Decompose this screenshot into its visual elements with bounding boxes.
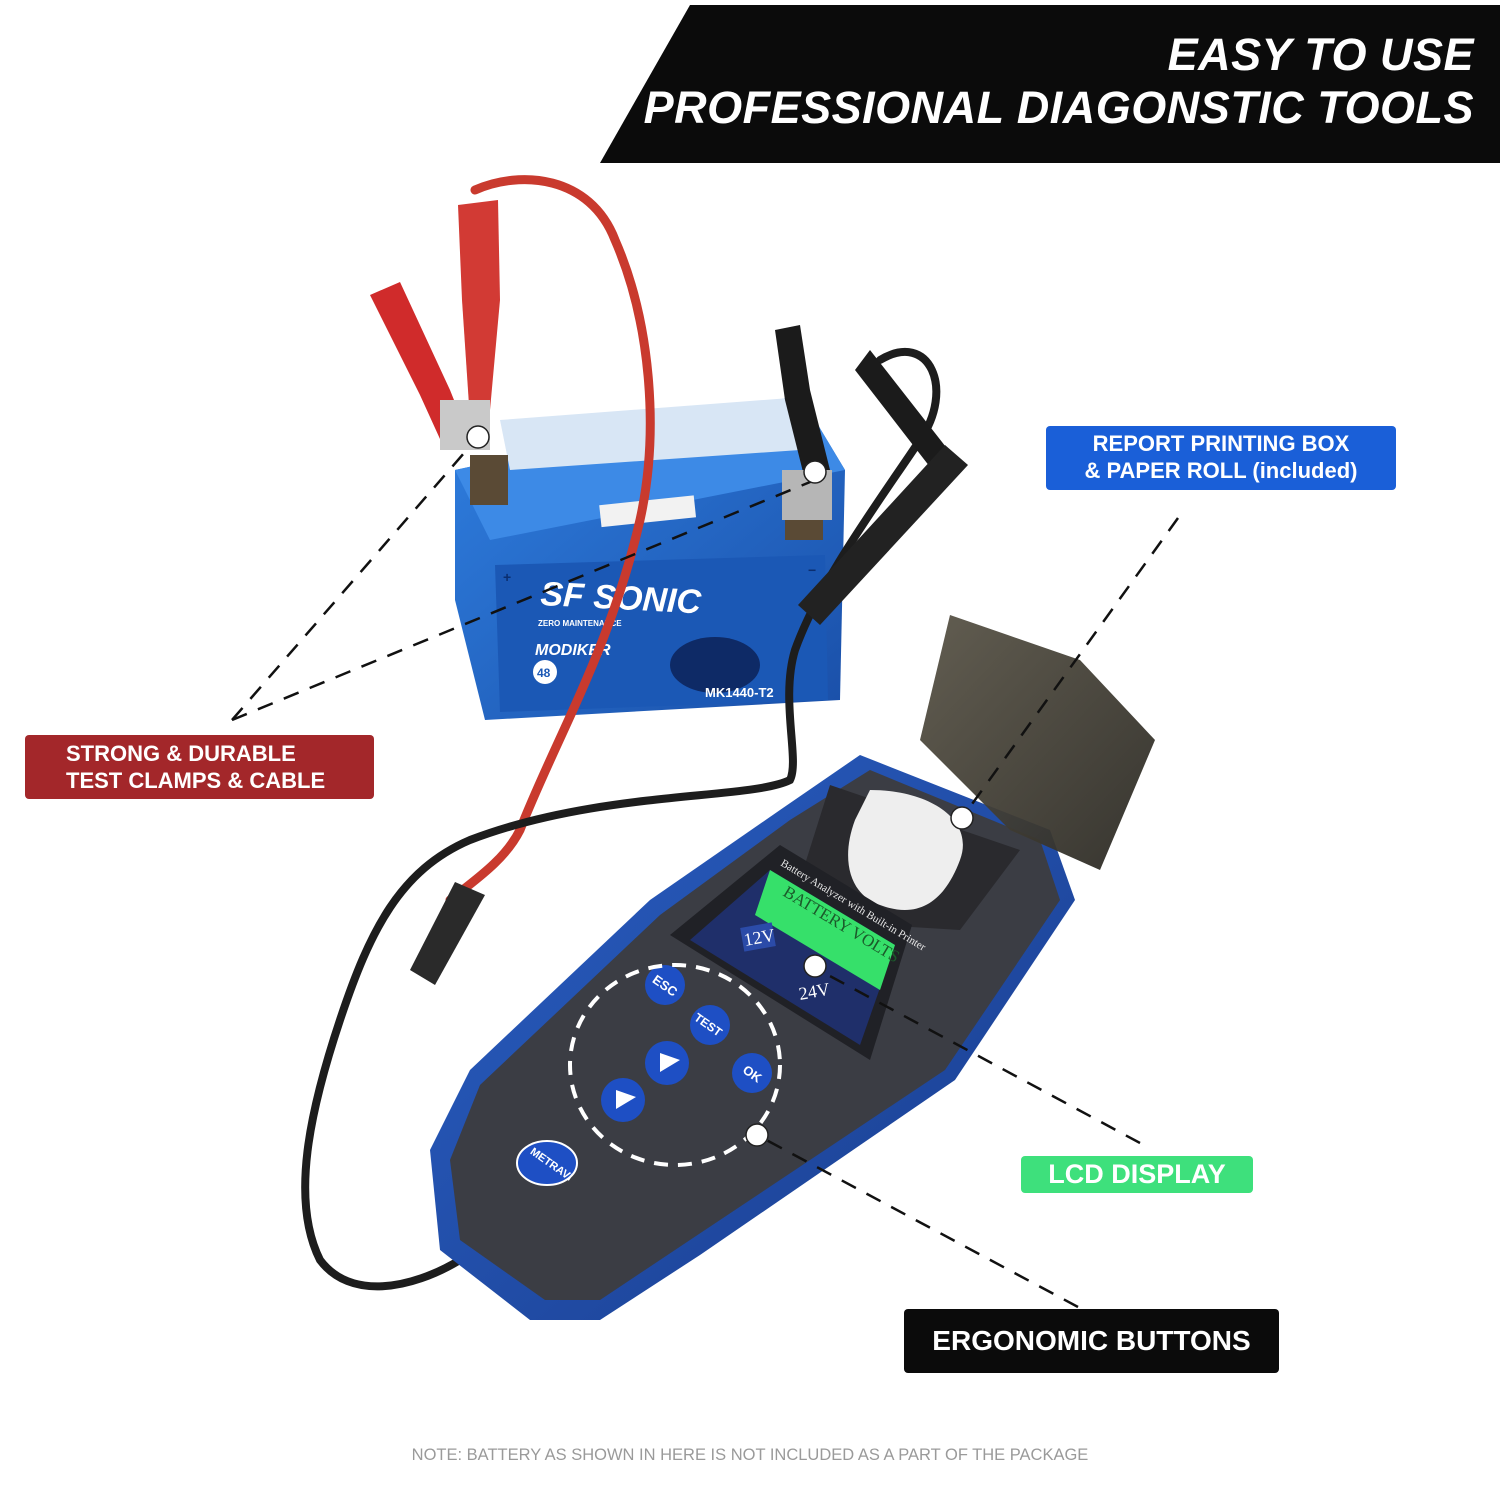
metravi-logo: METRAVI [516,1140,578,1186]
esc-button[interactable]: ESC [645,965,685,1005]
play-icon [660,1053,680,1072]
buttons-highlight-ring [568,963,782,1167]
red-clamp[interactable] [370,200,500,450]
battery: SF SONIC ZERO MAINTENANCE MODIKER 48 MK1… [455,395,845,720]
battery-terminal-neg: − [808,562,816,578]
battery-model-code: MK1440-T2 [705,685,774,700]
banner-title-line2: PROFESSIONAL DIAGONSTIC TOOLS [643,82,1474,133]
callout-printing-line1: REPORT PRINTING BOX [1092,431,1350,456]
down-arrow-button[interactable] [601,1078,645,1122]
callout-lcd-display: LCD DISPLAY [1021,1156,1253,1193]
black-cable [301,348,941,1291]
printer-lid[interactable] [920,615,1155,870]
battery-warranty: 48 [537,666,551,680]
battery-analyzer: Battery Analyzer with Built-in Printer B… [430,615,1155,1320]
callout-test-clamps: STRONG & DURABLE TEST CLAMPS & CABLE [25,735,374,799]
marker-dots [466,425,974,1147]
lcd-screen [690,870,895,1045]
callout-clamps-line2: TEST CLAMPS & CABLE [66,768,326,793]
play-icon-2 [616,1090,636,1109]
paper-roll [848,790,963,910]
leader-lines [231,436,1180,1309]
callout-ergonomic-buttons: ERGONOMIC BUTTONS [904,1309,1279,1373]
lcd-title-bar [755,870,895,990]
battery-terminal-pos: + [503,569,511,585]
callout-clamps-line1: STRONG & DURABLE [66,741,296,766]
header-banner [600,5,1500,163]
callout-report-printing: REPORT PRINTING BOX & PAPER ROLL (includ… [1046,426,1396,490]
up-arrow-button[interactable] [645,1041,689,1085]
cable-connector-2 [410,882,485,985]
battery-subbrand: ZERO MAINTENANCE [538,619,622,628]
cable-connector [798,445,968,625]
footnote: NOTE: BATTERY AS SHOWN IN HERE IS NOT IN… [411,1446,1089,1464]
ok-button[interactable]: OK [732,1053,772,1093]
red-cable [445,175,655,905]
callout-printing-line2: & PAPER ROLL (included) [1084,458,1358,483]
banner-title: EASY TO USE PROFESSIONAL DIAGONSTIC TOOL… [644,28,1474,134]
banner-title-line1: EASY TO USE [1167,29,1474,80]
test-button[interactable]: TEST [690,1005,730,1045]
